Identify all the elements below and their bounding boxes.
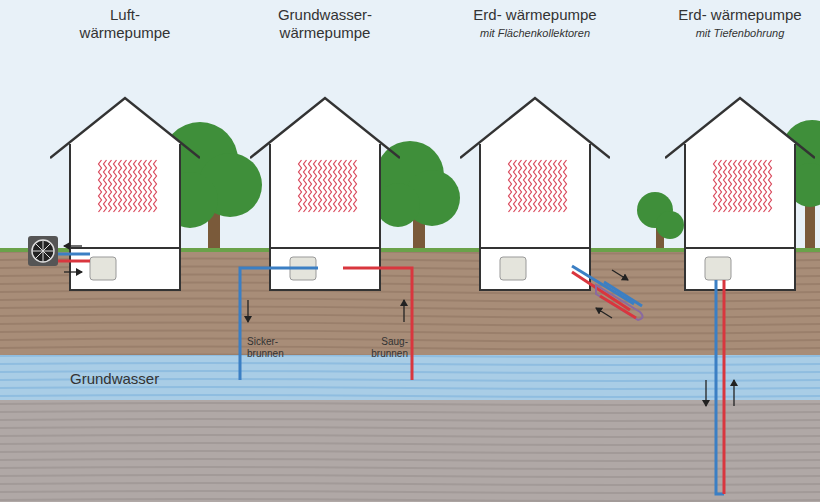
heat-pump-unit bbox=[290, 257, 316, 280]
fan-unit bbox=[28, 236, 58, 266]
well-label: Saug- brunnen bbox=[348, 336, 408, 360]
groundwater-band bbox=[0, 355, 820, 400]
pump-title: Erd- wärmepumpe bbox=[678, 6, 802, 24]
bedrock bbox=[0, 400, 820, 502]
heat-pump-unit bbox=[90, 257, 116, 280]
flow-arrows bbox=[64, 246, 734, 406]
pump-title: Luft- wärmepumpe bbox=[63, 6, 187, 42]
well-label: Sicker- brunnen bbox=[247, 336, 307, 360]
layer-label: Grundwasser bbox=[70, 370, 190, 387]
house-outline bbox=[250, 92, 400, 292]
pipe-lines bbox=[58, 254, 724, 494]
heat-waves bbox=[99, 160, 157, 212]
house: Grundwasser- wärmepumpe bbox=[250, 6, 400, 292]
pump-subtitle: mit Tiefenbohrung bbox=[665, 26, 815, 40]
house-outline bbox=[460, 92, 610, 292]
heat-pump-unit bbox=[500, 257, 526, 280]
house: Luft- wärmepumpe bbox=[50, 6, 200, 292]
pump-subtitle: mit Flächenkollektoren bbox=[460, 26, 610, 40]
heat-waves bbox=[714, 160, 772, 212]
house-outline bbox=[50, 92, 200, 292]
pump-title: Grundwasser- wärmepumpe bbox=[263, 6, 387, 42]
heat-waves bbox=[299, 160, 357, 212]
house-outline bbox=[665, 92, 815, 292]
heat-pump-unit bbox=[705, 257, 731, 280]
heat-waves bbox=[509, 160, 567, 212]
pump-title: Erd- wärmepumpe bbox=[473, 6, 597, 24]
house: Erd- wärmepumpe mit Tiefenbohrung bbox=[665, 6, 815, 292]
house: Erd- wärmepumpe mit Flächenkollektoren bbox=[460, 6, 610, 292]
